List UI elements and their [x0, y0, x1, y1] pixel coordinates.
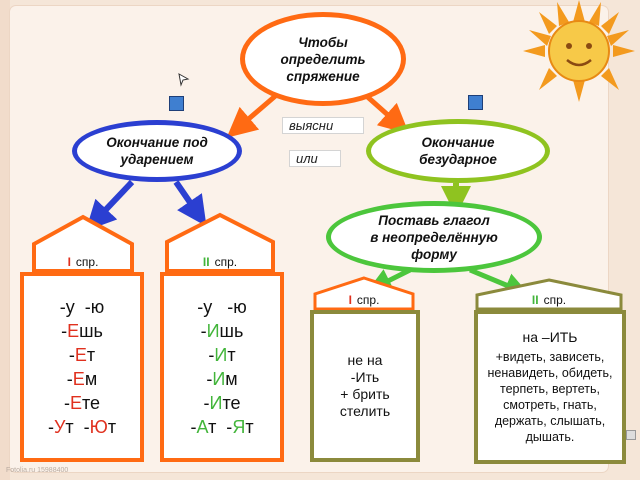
box1-row: -Ет: [68, 345, 96, 365]
box1-row: -у -ю: [59, 297, 105, 317]
conj1-text: спр.: [75, 255, 99, 269]
arrow-stressed-to-conj2: [173, 180, 207, 227]
box2-row: -у -ю: [197, 297, 247, 317]
box3-line: -Ить: [350, 369, 380, 385]
inf-line-3: форму: [411, 246, 457, 262]
ellipse-determine-conjugation: Чтобы определить спряжение: [240, 12, 406, 106]
ellipse-put-in-infinitive: Поставь глагол в неопределённую форму: [326, 201, 542, 273]
arrow-stressed-to-conj1: [85, 179, 135, 231]
unstressed-line-1: Окончание: [421, 135, 495, 150]
box3-line: не на: [347, 352, 383, 368]
conjugation-1-endings: -у -ю -Ешь -Ет -Ем -Ете -Ут -Ют: [20, 272, 144, 462]
left-stripe: [0, 0, 10, 480]
stressed-line-2: ударением: [120, 152, 194, 167]
conj1-small-text: спр.: [356, 293, 380, 307]
conjugation-1-rule: не на -Ить + брить стелить: [310, 310, 420, 462]
stressed-line-1: Окончание под: [106, 135, 208, 150]
pentagon-4-shape: [475, 278, 623, 310]
small-square-icon: [626, 430, 636, 440]
conjugation-2-endings: -у -ю -Ишь -Ит -Им -Ите -Ат -Ят: [160, 272, 284, 462]
box2-row: -Ит: [208, 345, 236, 365]
ellipse-unstressed-ending: Окончание безударное: [366, 119, 550, 183]
top-line-3: спряжение: [286, 68, 360, 84]
box1-row: -Ут -Ют: [47, 417, 117, 437]
box4-title: на –ИТЬ: [522, 329, 578, 345]
arrow-top-to-stressed: [226, 90, 282, 138]
top-line-2: определить: [280, 51, 366, 67]
box1-row: -Ешь: [61, 321, 103, 341]
conj1-small-number: I: [348, 293, 352, 307]
box4-body: +видеть, зависеть, ненавидеть, обидеть, …: [487, 350, 613, 444]
box3-line: стелить: [339, 403, 391, 419]
pentagon-1-shape: [32, 214, 134, 272]
conj2-small-text: спр.: [543, 293, 567, 307]
pentagon-3-shape: [313, 276, 415, 310]
unstressed-line-2: безударное: [419, 152, 497, 167]
conj2-text: спр.: [214, 255, 238, 269]
conj1-number: I: [67, 255, 71, 269]
cursor-icon: [178, 73, 190, 87]
conj2-small-number: II: [531, 293, 539, 307]
conj2-number: II: [202, 255, 210, 269]
pentagon-2-shape: [165, 212, 275, 272]
square-left-icon: [169, 96, 184, 111]
inf-line-1: Поставь глагол: [378, 212, 490, 228]
sun-icon: [523, 0, 635, 102]
box1-row: -Ем: [66, 369, 98, 389]
square-right-icon: [468, 95, 483, 110]
box2-row: -Ишь: [200, 321, 244, 341]
inf-line-2: в неопределённую: [370, 229, 498, 245]
conjugation-2-small-header: II спр.: [474, 278, 624, 310]
credit-text: Fotolia.ru 15988400: [6, 467, 69, 474]
box2-row: -Ите: [203, 393, 241, 413]
conjugation-2-rule: на –ИТЬ +видеть, зависеть, ненавидеть, о…: [474, 310, 626, 464]
top-line-1: Чтобы: [298, 34, 348, 50]
find-out-label: выясни: [282, 117, 364, 134]
ellipse-stressed-ending: Окончание под ударением: [72, 120, 242, 182]
box2-row: -Ат -Ят: [190, 417, 254, 437]
box3-line: + брить: [340, 386, 390, 402]
or-label: или: [289, 150, 341, 167]
box1-row: -Ете: [63, 393, 101, 413]
conjugation-2-header: II спр.: [164, 212, 276, 272]
box2-row: -Им: [206, 369, 238, 389]
